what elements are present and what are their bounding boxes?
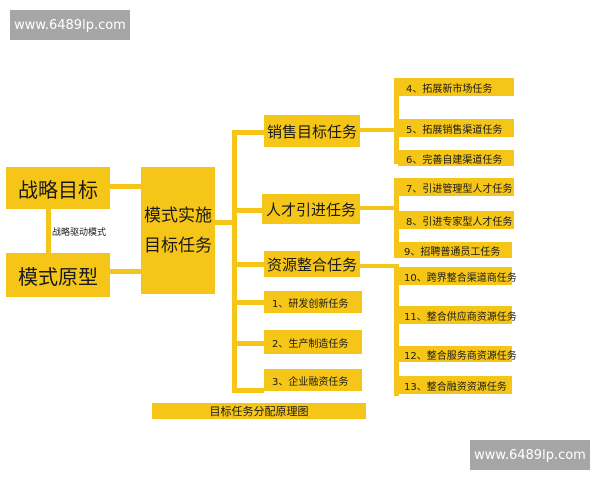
sub-task-label: 7、引进管理型人才任务 <box>406 183 513 195</box>
sub-task-label: 8、引进专家型人才任务 <box>406 216 513 228</box>
sub-task-6: 6、完善自建渠道任务 <box>398 150 514 166</box>
sub-task-label: 12、整合服务商资源任务 <box>404 350 517 362</box>
sub-task-5: 5、拓展销售渠道任务 <box>398 119 514 137</box>
mid-task-rnd: 1、研发创新任务 <box>264 291 362 313</box>
mid-task-label: 销售目标任务 <box>266 122 357 141</box>
sub-task-11: 11、整合供应商资源任务 <box>396 306 517 324</box>
sub-task-label: 10、跨界整合渠道商任务 <box>404 272 517 284</box>
watermark-bottom: www.6489lp.com <box>470 440 590 470</box>
model-prototype-node: 模式原型 <box>6 253 110 297</box>
sub-task-label: 9、招聘普通员工任务 <box>404 246 501 258</box>
sub-task-7: 7、引进管理型人才任务 <box>398 178 514 196</box>
watermark-text: www.6489lp.com <box>14 17 126 33</box>
center-line-1: 模式实施 <box>144 205 212 226</box>
connector-mid-trunk <box>232 130 237 393</box>
model-prototype-label: 模式原型 <box>18 264 98 289</box>
mid-task-label: 资源整合任务 <box>266 255 357 274</box>
sub-task-label: 6、完善自建渠道任务 <box>406 154 503 166</box>
connector-resource-out <box>360 264 396 268</box>
watermark-text: www.6489lp.com <box>474 447 586 463</box>
connector-sales-out <box>360 128 396 132</box>
watermark-top: www.6489lp.com <box>10 10 130 40</box>
connector-strategy-to-center <box>110 184 142 189</box>
mid-task-label: 人才引进任务 <box>265 200 356 219</box>
connector-branch-sales <box>232 130 264 135</box>
sub-task-4: 4、拓展新市场任务 <box>398 78 514 96</box>
connector-branch-1 <box>232 300 264 305</box>
strategy-goal-label: 战略目标 <box>18 177 98 202</box>
connector-branch-3 <box>232 388 264 393</box>
center-node: 模式实施 目标任务 <box>141 167 215 294</box>
connector-sales-trunk <box>394 78 399 164</box>
sub-task-label: 11、整合供应商资源任务 <box>404 311 517 323</box>
mid-task-financing: 3、企业融资任务 <box>264 369 362 391</box>
mid-task-sales: 销售目标任务 <box>264 115 360 147</box>
connector-branch-talent <box>232 208 264 213</box>
mid-task-label: 2、生产制造任务 <box>272 338 349 350</box>
mid-task-resource: 资源整合任务 <box>264 251 360 277</box>
sub-task-10: 10、跨界整合渠道商任务 <box>396 267 517 285</box>
caption-text: 目标任务分配原理图 <box>209 405 309 418</box>
sub-task-9: 9、招聘普通员工任务 <box>396 242 512 258</box>
sub-task-12: 12、整合服务商资源任务 <box>396 346 517 362</box>
connector-label: 战略驱动模式 <box>52 228 107 238</box>
sub-task-8: 8、引进专家型人才任务 <box>398 211 514 229</box>
connector-branch-resource <box>232 262 264 267</box>
sub-task-label: 13、整合融资资源任务 <box>404 381 507 393</box>
connector-model-to-center <box>110 269 142 274</box>
sub-task-label: 5、拓展销售渠道任务 <box>406 124 503 136</box>
connector-resource-trunk <box>394 264 399 396</box>
mid-task-label: 3、企业融资任务 <box>272 376 349 388</box>
strategy-goal-node: 战略目标 <box>6 167 110 209</box>
mid-task-label: 1、研发创新任务 <box>272 298 349 310</box>
connector-center-to-trunk <box>215 220 237 225</box>
mid-task-talent: 人才引进任务 <box>262 194 360 224</box>
sub-task-13: 13、整合融资资源任务 <box>396 376 512 394</box>
mid-task-manufacturing: 2、生产制造任务 <box>264 330 362 354</box>
connector-strategy-vertical <box>46 198 51 258</box>
connector-talent-out <box>360 206 396 210</box>
sub-task-label: 4、拓展新市场任务 <box>406 83 493 95</box>
diagram-caption: 目标任务分配原理图 <box>152 403 366 419</box>
center-line-2: 目标任务 <box>144 235 212 256</box>
connector-branch-2 <box>232 341 264 346</box>
connector-talent-trunk <box>394 178 399 258</box>
